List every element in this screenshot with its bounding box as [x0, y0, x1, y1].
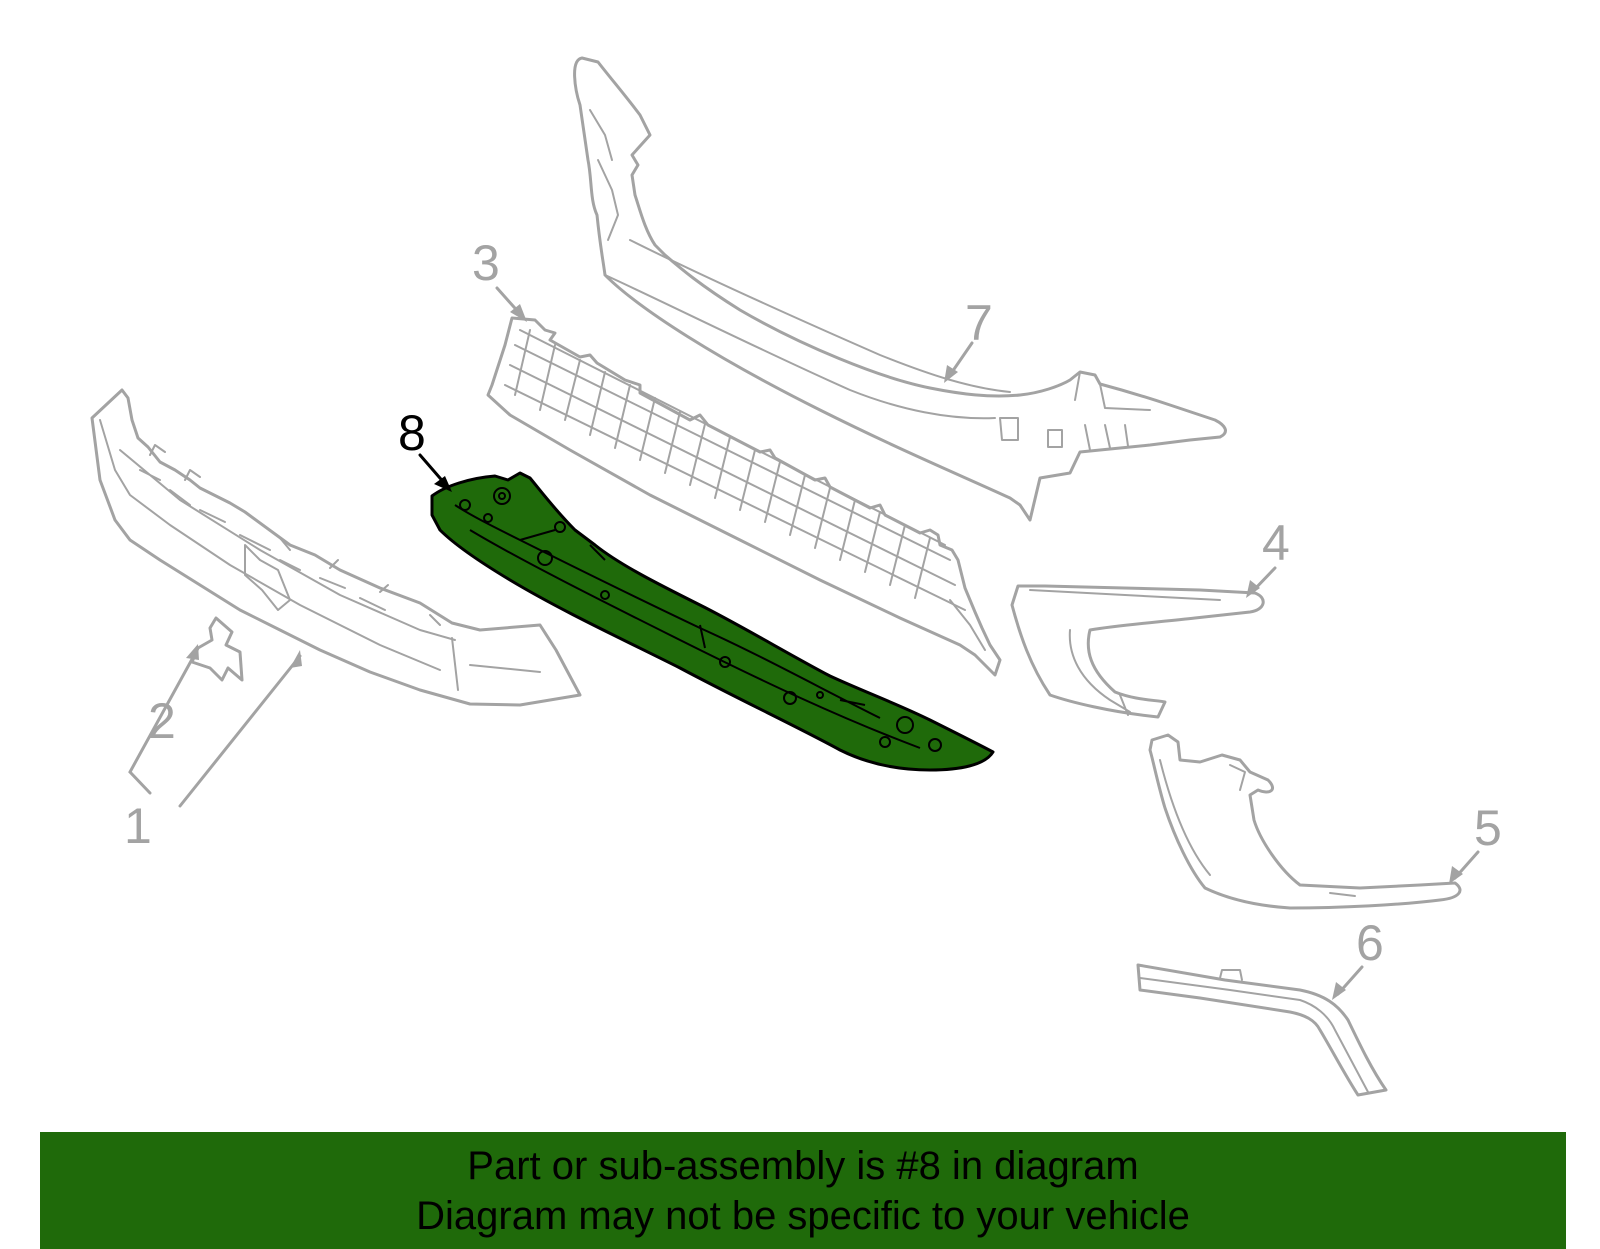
- part-4-side-bracket[interactable]: [1010, 584, 1265, 719]
- parts-diagram: 1 2 3 4 5 6 7 8: [90, 56, 1502, 1097]
- callout-3: 3: [472, 235, 500, 291]
- part-5-fog-lamp-bezel[interactable]: [1148, 733, 1462, 910]
- callout-7: 7: [965, 295, 993, 351]
- leader-1: [128, 650, 198, 795]
- callout-8: 8: [398, 405, 426, 461]
- leader-1b: [178, 654, 302, 808]
- callout-2: 2: [148, 693, 176, 749]
- leader-lines: [128, 286, 1480, 1000]
- banner-line-disclaimer: Diagram may not be specific to your vehi…: [416, 1193, 1190, 1238]
- part-2-emblem[interactable]: [190, 616, 244, 682]
- callout-labels: 1 2 3 4 5 6 7 8: [124, 235, 1502, 971]
- part-1-bumper-cover[interactable]: [90, 388, 582, 707]
- part-3-grille[interactable]: [486, 316, 1002, 677]
- callout-1: 1: [124, 798, 152, 854]
- part-7-bumper-reinforcement[interactable]: [573, 56, 1227, 522]
- callout-4: 4: [1262, 515, 1290, 571]
- banner-line-part-number: Part or sub-assembly is #8 in diagram: [467, 1143, 1139, 1188]
- part-8-lower-grille-highlighted[interactable]: [430, 471, 995, 772]
- callout-5: 5: [1474, 800, 1502, 856]
- part-6-trim-molding[interactable]: [1136, 963, 1388, 1097]
- info-banner: Part or sub-assembly is #8 in diagram Di…: [40, 1132, 1566, 1249]
- callout-6: 6: [1356, 915, 1384, 971]
